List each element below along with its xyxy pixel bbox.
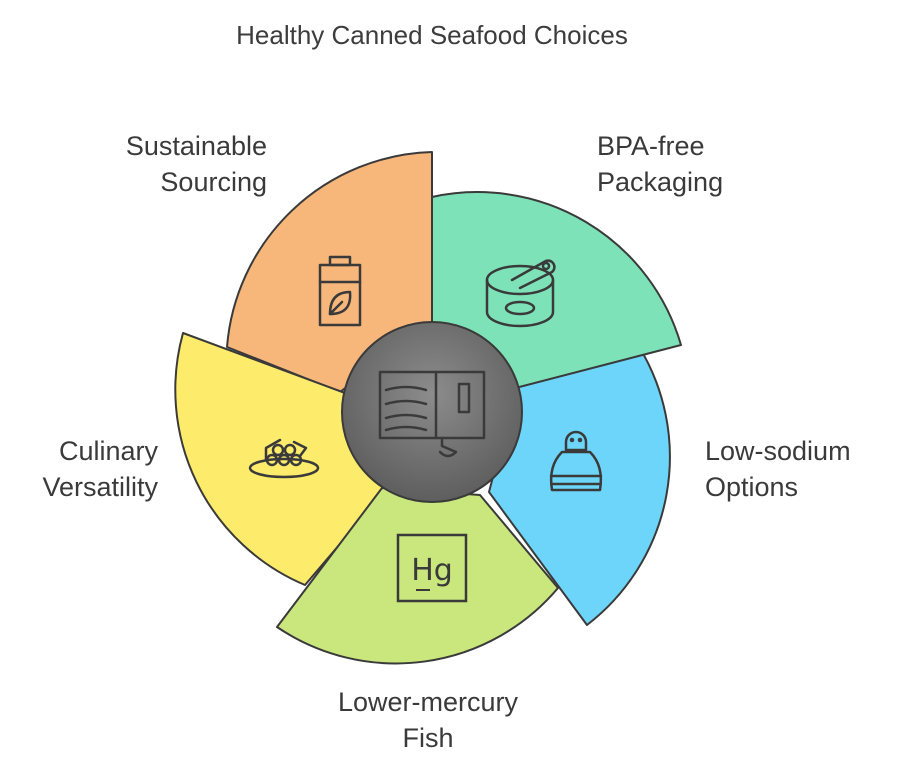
diagram-title: Healthy Canned Seafood Choices xyxy=(236,20,628,50)
label-lower-mercury-fish: Lower-mercury Fish xyxy=(337,687,519,753)
center-hub xyxy=(341,321,523,503)
label-low-sodium-options: Low-sodium Options xyxy=(705,436,851,502)
svg-text:Hg: Hg xyxy=(411,553,453,588)
label-bpa-free-packaging: BPA-free Packaging xyxy=(597,131,724,197)
segment-sustainable-sourcing xyxy=(226,151,433,393)
can-icon xyxy=(485,259,556,328)
segment-bpa-free-packaging xyxy=(431,191,682,393)
label-culinary-versatility: Culinary Versatility xyxy=(42,436,158,502)
mercury-hg-icon: Hg xyxy=(396,533,468,603)
segment-lower-mercury-fish xyxy=(276,487,559,665)
label-sustainable-sourcing: Sustainable Sourcing xyxy=(125,131,267,197)
eco-battery-leaf-icon xyxy=(318,255,362,327)
sardine-can-icon xyxy=(378,370,486,458)
salt-shaker-icon xyxy=(549,430,603,492)
food-platter-icon xyxy=(248,438,320,479)
